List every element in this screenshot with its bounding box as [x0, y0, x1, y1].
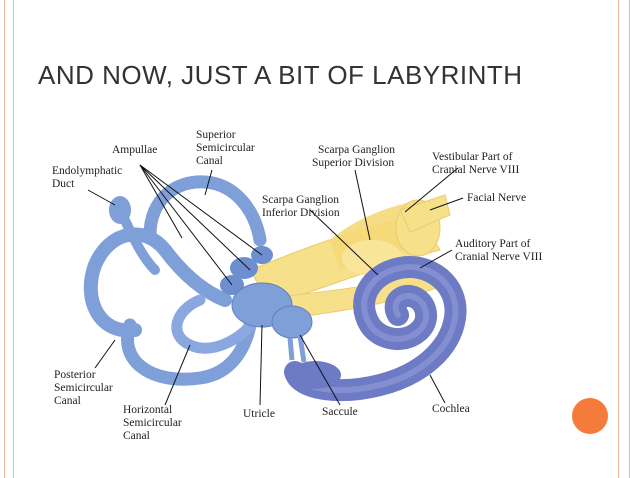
- label-horizontal-3: Canal: [123, 430, 150, 442]
- label-superior-2: Semicircular: [196, 142, 255, 154]
- slide-right-border: [618, 0, 630, 478]
- slide-left-border: [4, 0, 14, 478]
- label-scarpa-sup-1: Scarpa Ganglion: [318, 144, 395, 156]
- label-horizontal-2: Semicircular: [123, 417, 182, 429]
- label-scarpa-inf-2: Inferior Division: [262, 207, 340, 219]
- label-horizontal-1: Horizontal: [123, 404, 172, 416]
- title-small-caps: ND NOW, JUST A BIT OF: [55, 60, 373, 90]
- labels: Ampullae Superior Semicircular Canal End…: [52, 129, 542, 442]
- slide-title: AND NOW, JUST A BIT OF LABYRINTH: [38, 60, 598, 100]
- label-endolymphatic-2: Duct: [52, 178, 75, 190]
- label-saccule: Saccule: [322, 406, 358, 418]
- label-superior-3: Canal: [196, 155, 223, 167]
- label-auditory-1: Auditory Part of: [455, 238, 531, 250]
- label-utricle: Utricle: [243, 408, 275, 420]
- title-emphasis: LABYRINTH: [372, 60, 523, 90]
- label-ampullae: Ampullae: [112, 144, 157, 156]
- label-posterior-1: Posterior: [54, 369, 96, 381]
- cochlea-shape: [284, 256, 467, 402]
- vestibule: [231, 282, 313, 363]
- label-posterior-2: Semicircular: [54, 382, 113, 394]
- label-auditory-2: Cranial Nerve VIII: [455, 251, 542, 263]
- label-facial-nerve: Facial Nerve: [467, 192, 526, 204]
- label-scarpa-inf-1: Scarpa Ganglion: [262, 194, 339, 206]
- semicircular-canals: [83, 175, 273, 386]
- label-endolymphatic-1: Endolymphatic: [52, 165, 122, 177]
- title-first-letter: A: [38, 60, 56, 90]
- label-vestibular-1: Vestibular Part of: [432, 151, 513, 163]
- leader-lines: [87, 164, 464, 406]
- label-cochlea: Cochlea: [432, 403, 470, 415]
- label-vestibular-2: Cranial Nerve VIII: [432, 164, 519, 176]
- label-posterior-3: Canal: [54, 395, 81, 407]
- label-superior-1: Superior: [196, 129, 236, 141]
- accent-dot: [572, 398, 608, 434]
- label-scarpa-sup-2: Superior Division: [312, 157, 394, 169]
